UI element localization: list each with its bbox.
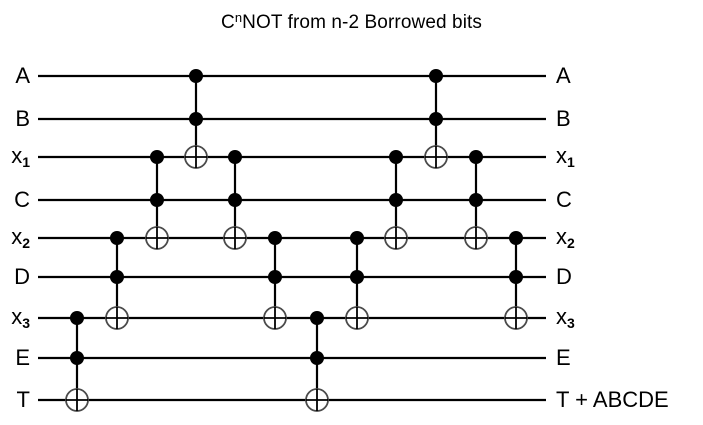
wire-label-right-C: C <box>556 189 572 211</box>
gate-toffoli-6[interactable] <box>263 231 287 330</box>
wire-label-right-E: E <box>556 347 571 369</box>
gates-layer <box>65 69 528 412</box>
control-dot-A[interactable] <box>429 69 443 83</box>
control-dot-B[interactable] <box>429 112 443 126</box>
control-dot-E[interactable] <box>310 351 324 365</box>
control-dot-C[interactable] <box>228 193 242 207</box>
label-subscript: 1 <box>567 154 575 170</box>
wire-label-left-C: C <box>14 189 30 211</box>
wire-label-left-D: D <box>14 266 30 288</box>
label-text: E <box>15 345 30 370</box>
control-dot-B[interactable] <box>189 112 203 126</box>
control-dot-x2[interactable] <box>110 231 124 245</box>
label-text: D <box>14 264 30 289</box>
control-dot-x2[interactable] <box>268 231 282 245</box>
title-prefix: C <box>221 12 235 33</box>
control-dot-x2[interactable] <box>350 231 364 245</box>
gate-toffoli-10[interactable] <box>424 69 448 169</box>
page-title: CnNOT from n-2 Borrowed bits <box>0 10 703 34</box>
label-text: B <box>556 106 571 131</box>
gate-toffoli-2[interactable] <box>105 231 129 330</box>
control-dot-x1[interactable] <box>228 150 242 164</box>
control-dot-D[interactable] <box>509 270 523 284</box>
gate-toffoli-9[interactable] <box>384 150 408 250</box>
control-dot-x1[interactable] <box>469 150 483 164</box>
control-dot-C[interactable] <box>389 193 403 207</box>
label-text: x <box>11 224 23 249</box>
wire-label-left-E: E <box>15 347 30 369</box>
control-dot-x2[interactable] <box>509 231 523 245</box>
wire-label-right-T: T + ABCDE <box>556 389 669 411</box>
label-text: C <box>14 187 30 212</box>
wire-label-left-T: T <box>17 389 30 411</box>
label-subscript: 2 <box>22 235 30 251</box>
label-text: x <box>11 143 23 168</box>
wire-label-left-x3: x3 <box>11 304 30 331</box>
control-dot-D[interactable] <box>268 270 282 284</box>
label-text: x <box>556 143 567 168</box>
wire-label-right-D: D <box>556 266 572 288</box>
label-subscript: 3 <box>22 315 30 331</box>
label-text: B <box>15 106 30 131</box>
label-subscript: 3 <box>567 315 575 331</box>
gate-toffoli-3[interactable] <box>145 150 169 250</box>
wire-label-left-x2: x2 <box>11 224 30 251</box>
control-dot-D[interactable] <box>350 270 364 284</box>
gate-toffoli-12[interactable] <box>504 231 528 330</box>
control-dot-A[interactable] <box>189 69 203 83</box>
gate-toffoli-5[interactable] <box>223 150 247 250</box>
label-subscript: 2 <box>567 235 575 251</box>
label-text: T <box>16 387 30 412</box>
gate-toffoli-1[interactable] <box>65 311 89 412</box>
control-dot-x3[interactable] <box>70 311 84 325</box>
wire-label-left-A: A <box>15 65 30 87</box>
label-text: x <box>556 224 567 249</box>
wire-label-right-x2: x2 <box>556 224 575 251</box>
gate-toffoli-7[interactable] <box>305 311 329 412</box>
label-text: x <box>556 304 567 329</box>
wire-label-left-B: B <box>15 108 30 130</box>
wire-label-right-x3: x3 <box>556 304 575 331</box>
label-text: E <box>556 345 571 370</box>
gate-toffoli-8[interactable] <box>345 231 369 330</box>
label-text: T + ABCDE <box>556 387 669 412</box>
label-subscript: 1 <box>22 154 30 170</box>
label-text: A <box>15 63 30 88</box>
label-text: x <box>11 304 23 329</box>
wire-label-right-x1: x1 <box>556 143 575 170</box>
gate-toffoli-11[interactable] <box>464 150 488 250</box>
gate-toffoli-4[interactable] <box>184 69 208 169</box>
control-dot-C[interactable] <box>150 193 164 207</box>
label-text: A <box>556 63 571 88</box>
control-dot-C[interactable] <box>469 193 483 207</box>
control-dot-x1[interactable] <box>389 150 403 164</box>
wire-label-right-B: B <box>556 108 571 130</box>
label-text: D <box>556 264 572 289</box>
control-dot-E[interactable] <box>70 351 84 365</box>
title-superscript-n: n <box>234 10 243 25</box>
title-suffix: NOT from n-2 Borrowed bits <box>242 12 482 33</box>
control-dot-x1[interactable] <box>150 150 164 164</box>
wire-label-right-A: A <box>556 65 571 87</box>
label-text: C <box>556 187 572 212</box>
wire-label-left-x1: x1 <box>11 143 30 170</box>
control-dot-x3[interactable] <box>310 311 324 325</box>
control-dot-D[interactable] <box>110 270 124 284</box>
